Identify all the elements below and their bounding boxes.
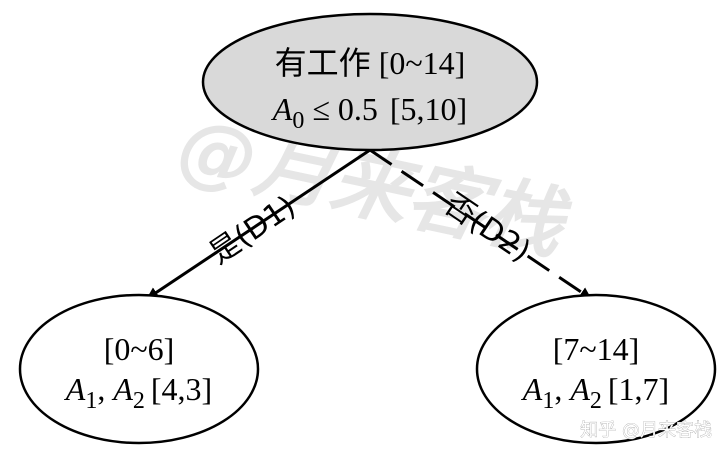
left-counts: [4,3] — [151, 371, 212, 407]
left-sub1: 1 — [85, 388, 97, 414]
root-condition: ≤ 0.5 — [304, 91, 378, 127]
right-var1: A — [521, 371, 543, 407]
right-child-node: [7~14] A1, A2[1,7] — [475, 293, 717, 445]
root-line-1: 有工作[0~14] — [275, 44, 466, 82]
root-range: [0~14] — [379, 45, 466, 81]
left-var1: A — [64, 371, 86, 407]
right-line-2: A1, A2[1,7] — [521, 371, 669, 414]
root-var-sub: 0 — [292, 108, 304, 134]
root-counts: [5,10] — [390, 91, 467, 127]
left-var2: A — [111, 371, 133, 407]
right-sub1: 1 — [542, 388, 554, 414]
root-node: 有工作[0~14] A0 ≤ 0.5 [5,10] — [201, 12, 539, 152]
footer-watermark: 知乎 @月来客栈 — [580, 420, 712, 441]
root-ellipse — [201, 12, 539, 152]
left-sub2: 2 — [133, 388, 145, 414]
root-line-2: A0 ≤ 0.5 [5,10] — [271, 91, 467, 134]
right-counts: [1,7] — [608, 371, 669, 407]
root-var: A — [271, 91, 293, 127]
edge-right — [369, 148, 592, 300]
right-sub2: 2 — [590, 388, 602, 414]
left-range: [0~6] — [104, 331, 175, 367]
right-var2: A — [568, 371, 590, 407]
left-ellipse — [18, 293, 260, 445]
root-label: 有工作 — [275, 44, 371, 82]
right-ellipse — [475, 293, 717, 445]
right-range: [7~14] — [553, 331, 640, 367]
left-child-node: [0~6] A1, A2[4,3] — [18, 293, 260, 445]
left-line-2: A1, A2[4,3] — [64, 371, 212, 414]
edge-left — [146, 148, 371, 300]
